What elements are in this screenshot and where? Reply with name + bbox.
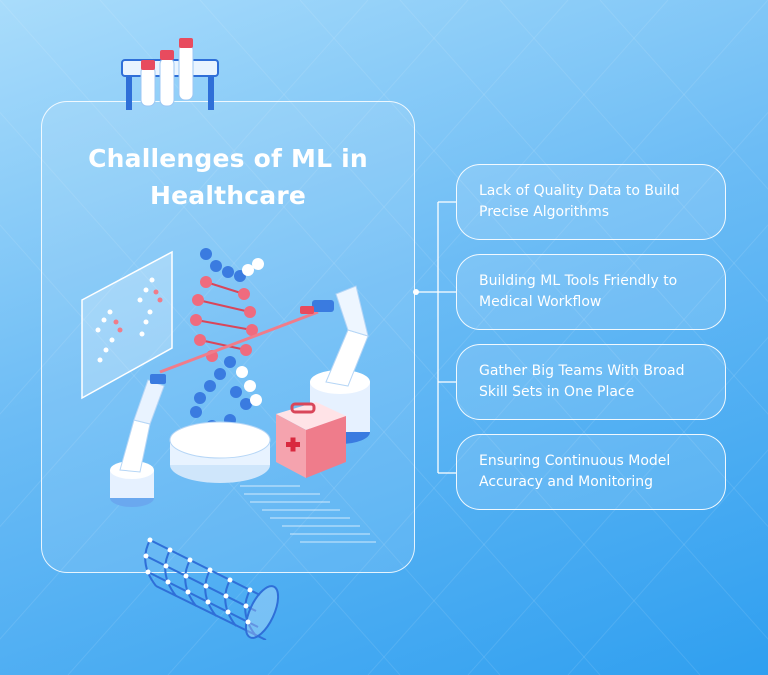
challenge-item: Ensuring Continuous Model Accuracy and M…	[456, 434, 726, 510]
data-lines	[240, 485, 376, 543]
challenge-text: Lack of Quality Data to Build Precise Al…	[479, 183, 680, 220]
dna-helix-icon	[190, 248, 264, 446]
challenge-text: Ensuring Continuous Model Accuracy and M…	[479, 453, 671, 490]
dna-pedestal	[169, 421, 271, 483]
nanotube-nodes	[143, 537, 253, 625]
nanotube-icon	[144, 539, 280, 640]
challenge-item: Gather Big Teams With Broad Skill Sets i…	[456, 344, 726, 420]
robot-arm-icon	[110, 374, 166, 507]
laser-beam	[159, 310, 319, 374]
dna-screen-icon	[81, 250, 173, 400]
challenge-item: Lack of Quality Data to Build Precise Al…	[456, 164, 726, 240]
healthcare-illustration	[81, 38, 376, 640]
connector-bracket	[413, 201, 456, 474]
first-aid-kit-icon	[276, 402, 346, 478]
challenge-item: Building ML Tools Friendly to Medical Wo…	[456, 254, 726, 330]
challenge-text: Building ML Tools Friendly to Medical Wo…	[479, 273, 678, 310]
challenge-text: Gather Big Teams With Broad Skill Sets i…	[479, 363, 685, 400]
page-title: Challenges of ML in Healthcare	[41, 140, 415, 214]
title-line-1: Challenges of ML in	[88, 144, 368, 173]
test-tubes-icon	[121, 38, 219, 110]
title-line-2: Healthcare	[149, 181, 307, 210]
